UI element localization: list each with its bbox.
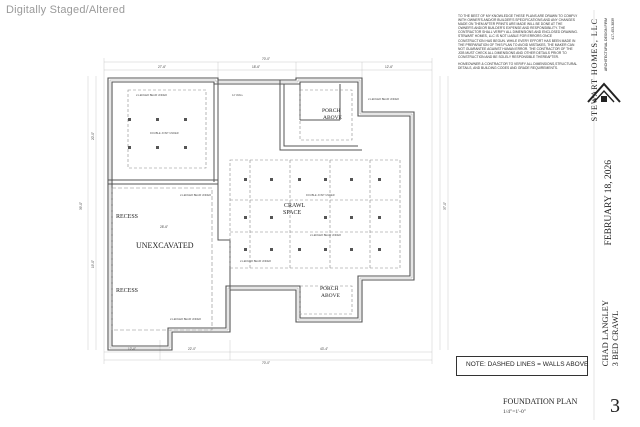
dim-overall-top: 70'-0"	[262, 57, 270, 61]
room-label-space: SPACE	[283, 210, 301, 216]
dim-bottom-right: 43'-4"	[320, 347, 328, 351]
note-dashed-lines: NOTE: DASHED LINES = WALLS ABOVE	[466, 361, 589, 368]
house-logo-icon	[587, 82, 621, 103]
room-label-unexcavated: UNEXCAVATED	[136, 241, 194, 250]
sheet-number: 3	[610, 395, 620, 417]
watermark-text: Digitally Staged/Altered	[6, 4, 126, 16]
dim-top-mid: 18'-6"	[252, 65, 260, 69]
svg-text:2-LEDGER BEAM UNDER: 2-LEDGER BEAM UNDER	[368, 97, 399, 101]
svg-text:2-LEDGER BEAM UNDER: 2-LEDGER BEAM UNDER	[310, 233, 341, 237]
general-notes: TO THE BEST OF MY KNOWLEDGE THESE PLANS …	[458, 14, 578, 73]
dim-left-overall: 39'-0"	[79, 202, 83, 210]
svg-text:DOUBLE JOIST UNDER: DOUBLE JOIST UNDER	[150, 131, 179, 135]
room-label-porch-top: PORCH	[322, 108, 340, 114]
general-note-1: TO THE BEST OF MY KNOWLEDGE THESE PLANS …	[458, 14, 578, 59]
room-label-porch-top-above: ABOVE	[323, 115, 343, 121]
dim-left-a: 20'-0"	[91, 132, 95, 140]
svg-text:2-LEDGER BEAM UNDER: 2-LEDGER BEAM UNDER	[170, 317, 201, 321]
svg-text:2-LEDGER BEAM UNDER: 2-LEDGER BEAM UNDER	[240, 259, 271, 263]
room-label-crawl: CRAWL	[284, 203, 306, 209]
dim-left-b: 19'-0"	[91, 260, 95, 268]
dim-bottom-mid: 22'-0"	[188, 347, 196, 351]
general-note-2: HOMEOWNER & CONTRACTOR TO VERIFY ALL DIM…	[458, 62, 578, 71]
dim-right-overall: 37'-0"	[443, 202, 447, 210]
dim-bottom-left: 12'-0"	[128, 347, 136, 351]
dim-top-right: 12'-6"	[385, 65, 393, 69]
room-label-porch-bottom: PORCH	[320, 286, 338, 292]
svg-text:2-LEDGER BEAM UNDER: 2-LEDGER BEAM UNDER	[180, 193, 211, 197]
logo-phone: 417-453-3839	[611, 18, 615, 40]
svg-text:2-LEDGER BEAM UNDER: 2-LEDGER BEAM UNDER	[136, 93, 167, 97]
room-label-porch-bottom-above: ABOVE	[321, 293, 341, 299]
dim-top-left: 27'-6"	[158, 65, 166, 69]
dim-mid-span: 28'-6"	[160, 225, 168, 229]
sheet-title: FOUNDATION PLAN	[503, 397, 578, 406]
room-label-recess-top: RECESS	[116, 214, 138, 220]
company-logo: STEWART HOMES, LLC ARCHITECTURAL DESIGN …	[584, 18, 624, 138]
dim-overall-bottom: 70'-0"	[262, 361, 270, 365]
project-type: 3 BED CRAWL	[610, 310, 620, 367]
logo-company-name: STEWART HOMES, LLC	[590, 18, 599, 122]
svg-text:DOUBLE JOIST UNDER: DOUBLE JOIST UNDER	[306, 193, 335, 197]
svg-text:12' WALL: 12' WALL	[232, 93, 244, 97]
project-client: CHAD LANGLEY	[600, 300, 610, 367]
note-box	[456, 356, 588, 376]
logo-tagline: ARCHITECTURAL DESIGN FIRM	[604, 18, 608, 72]
room-label-recess-bottom: RECESS	[116, 288, 138, 294]
project-name: CHAD LANGLEY 3 BED CRAWL	[600, 300, 620, 366]
sheet-scale: 1/4"=1'-0"	[503, 409, 526, 415]
drawing-date: FEBRUARY 18, 2026	[604, 160, 614, 246]
